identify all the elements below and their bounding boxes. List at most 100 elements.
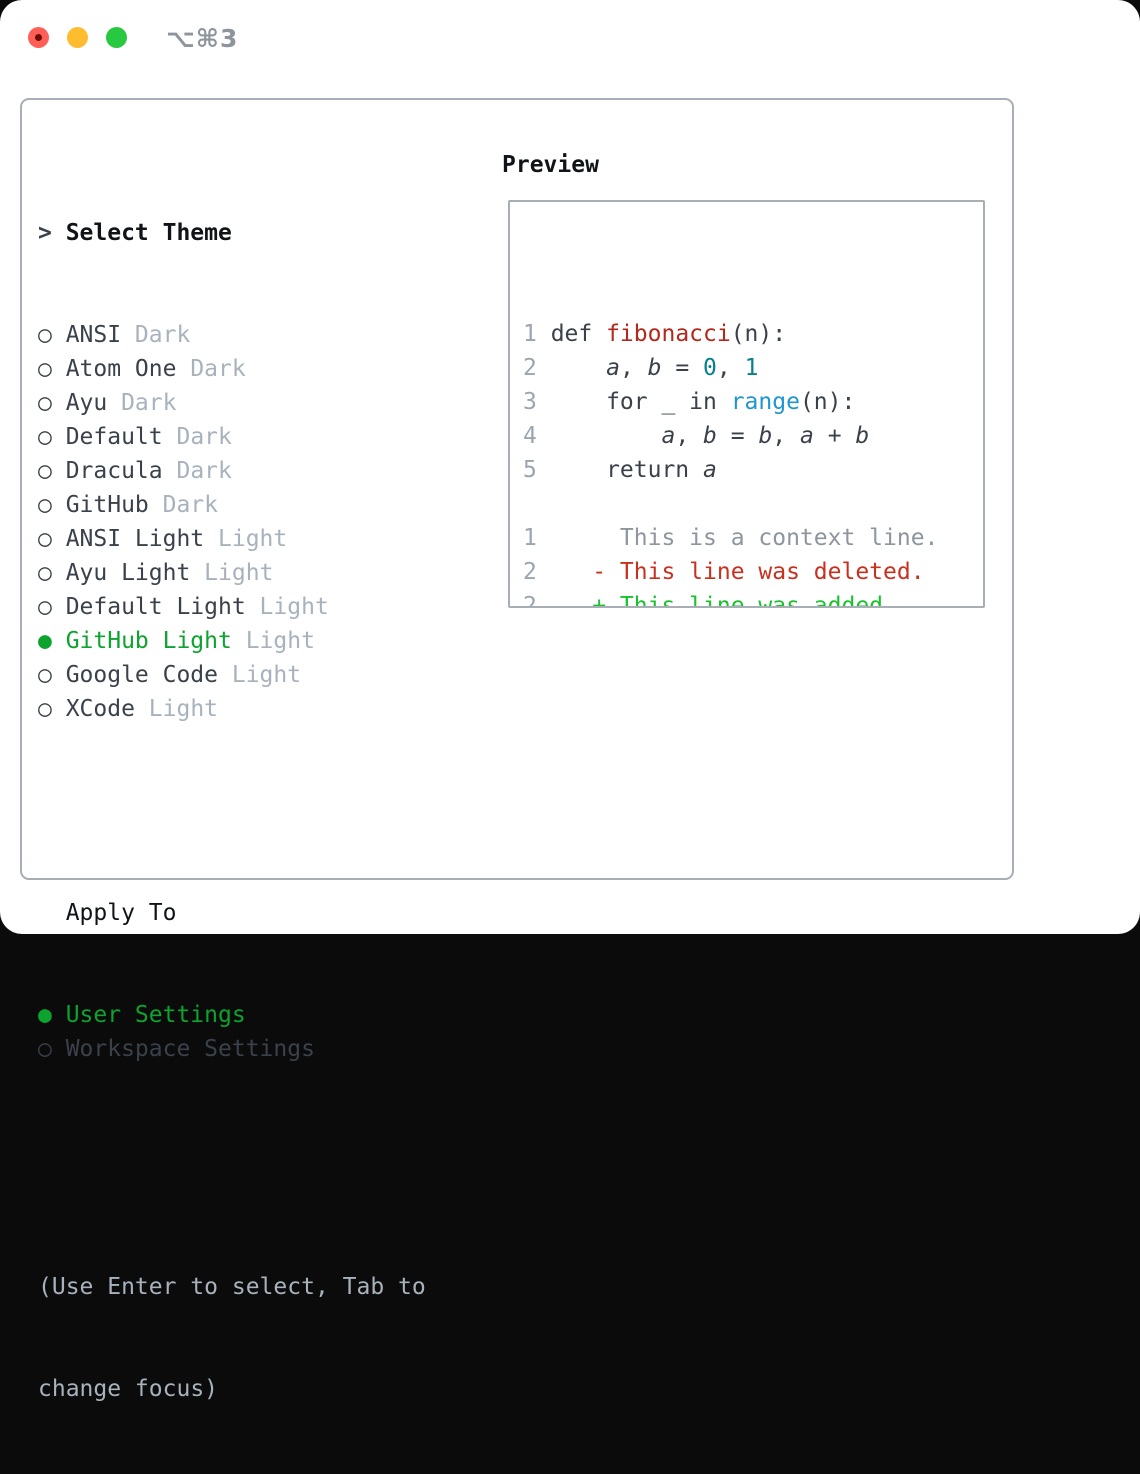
theme-options-list: ○ANSI Dark○Atom One Dark ○ Ayu Dark ○ Defaul…	[38, 318, 426, 726]
close-button[interactable]	[28, 27, 49, 48]
code-token	[551, 423, 662, 449]
theme-name: Ayu Light	[65, 560, 191, 586]
radio-unselected-icon: ○	[38, 594, 52, 620]
code-token	[551, 355, 606, 381]
code-token: ,	[675, 423, 704, 449]
theme-variant-tag: Light	[204, 526, 288, 552]
apply-to-option[interactable]: ● User Settings	[38, 998, 426, 1032]
code-token: a	[606, 355, 620, 381]
theme-option[interactable]: ○ANSI Light Light	[38, 522, 426, 556]
radio-unselected-icon: ○	[38, 390, 52, 416]
code-line: 2 a, b = 0, 1	[523, 351, 983, 385]
select-theme-header-label: Select Theme	[65, 220, 232, 246]
theme-name: GitHub	[65, 492, 149, 518]
theme-option[interactable]: ●GitHub Light Light	[38, 624, 426, 658]
theme-variant-tag: Light	[134, 696, 219, 722]
theme-option[interactable]: ○XCode Light	[38, 692, 426, 726]
theme-variant-tag: Dark	[148, 492, 219, 518]
code-token: def	[550, 321, 607, 347]
apply-to-header: Apply To	[65, 900, 177, 926]
select-theme-header: > Select Theme	[38, 216, 426, 250]
code-token: + This line was added.	[550, 593, 897, 608]
radio-unselected-icon: ○	[38, 526, 52, 552]
line-number: 1	[523, 321, 537, 347]
code-token: a	[703, 457, 717, 483]
apply-to-option[interactable]: ○ Workspace Settings	[38, 1032, 426, 1066]
line-number: 1	[523, 525, 537, 551]
minimize-button[interactable]	[67, 27, 88, 48]
code-token: (n):	[730, 321, 787, 347]
theme-variant-tag: Light	[190, 560, 274, 586]
theme-variant-tag: Light	[218, 662, 302, 688]
code-token: 0	[703, 355, 717, 381]
apply-to-name: Workspace Settings	[65, 1036, 315, 1062]
theme-option[interactable]: ○ Ayu Dark	[38, 386, 426, 420]
code-token: b	[855, 423, 870, 449]
theme-option[interactable]: ○ Ayu Light Light	[38, 556, 426, 590]
radio-selected-icon: ●	[38, 1002, 52, 1028]
code-token: (n):	[799, 389, 856, 415]
code-token: fibonacci	[606, 321, 731, 347]
theme-option[interactable]: ○ GitHub Dark	[38, 488, 426, 522]
hint-line-2: change focus)	[38, 1376, 219, 1402]
code-line: 2 - This line was deleted.	[523, 555, 983, 589]
prompt-caret-icon: >	[38, 220, 52, 246]
theme-option[interactable]: ○Atom One Dark	[38, 352, 426, 386]
theme-option[interactable]: ○ Dracula Dark	[38, 454, 426, 488]
theme-name: XCode	[65, 696, 135, 722]
code-token: This is a context line.	[550, 525, 939, 551]
line-number: 2	[523, 355, 537, 381]
code-token: ,	[716, 355, 745, 381]
spacer	[38, 1134, 426, 1202]
theme-variant-tag: Light	[245, 594, 329, 620]
theme-name: Dracula	[65, 458, 163, 484]
line-number: 4	[523, 423, 537, 449]
theme-variant-tag: Dark	[162, 424, 232, 450]
code-line: 4 a, b = b, a + b	[523, 419, 983, 453]
code-token: =	[661, 355, 704, 381]
radio-unselected-icon: ○	[38, 492, 52, 518]
spacer	[38, 794, 426, 828]
zoom-button[interactable]	[106, 27, 127, 48]
theme-variant-tag: Dark	[162, 458, 232, 484]
code-token: 1	[744, 355, 759, 381]
theme-name: Default Light	[65, 594, 246, 620]
code-token: +	[813, 423, 856, 449]
radio-unselected-icon: ○	[38, 424, 52, 450]
theme-option[interactable]: ○ Default Dark	[38, 420, 426, 454]
theme-variant-tag: Dark	[107, 390, 177, 416]
theme-name: Google Code	[65, 662, 219, 688]
preview-header: Preview	[502, 152, 599, 178]
code-token: b	[703, 423, 717, 449]
code-token: a	[661, 423, 676, 449]
apply-to-name: User Settings	[65, 1002, 246, 1028]
theme-name: GitHub Light	[65, 628, 232, 654]
code-token: =	[716, 423, 759, 449]
hint-line-1: (Use Enter to select, Tab to	[38, 1274, 426, 1300]
theme-name: Default	[65, 424, 163, 450]
theme-option[interactable]: ○ANSI Dark	[38, 318, 426, 352]
line-number: 3	[523, 389, 537, 415]
code-token: range	[730, 389, 800, 415]
theme-variant-tag: Light	[231, 628, 315, 654]
code-token: a	[800, 423, 814, 449]
theme-option[interactable]: ○Google Code Light	[38, 658, 426, 692]
radio-unselected-icon: ○	[38, 322, 52, 348]
code-token: - This line was deleted.	[550, 559, 925, 585]
code-line	[523, 487, 983, 521]
line-number: 2	[523, 593, 537, 608]
radio-unselected-icon: ○	[38, 560, 52, 586]
theme-name: Ayu	[65, 390, 108, 416]
window-title: ⌥⌘3	[166, 24, 239, 53]
code-token: b	[758, 423, 773, 449]
radio-unselected-icon: ○	[38, 458, 52, 484]
line-number: 2	[523, 559, 537, 585]
app-window: ⌥⌘3 > Select Theme ○ANSI Dark○Atom One Da…	[0, 0, 1140, 1402]
theme-variant-tag: Dark	[121, 322, 191, 348]
theme-option[interactable]: ○ Default Light Light	[38, 590, 426, 624]
code-token: b	[647, 355, 662, 381]
theme-variant-tag: Dark	[176, 356, 246, 382]
radio-unselected-icon: ○	[38, 1036, 52, 1062]
